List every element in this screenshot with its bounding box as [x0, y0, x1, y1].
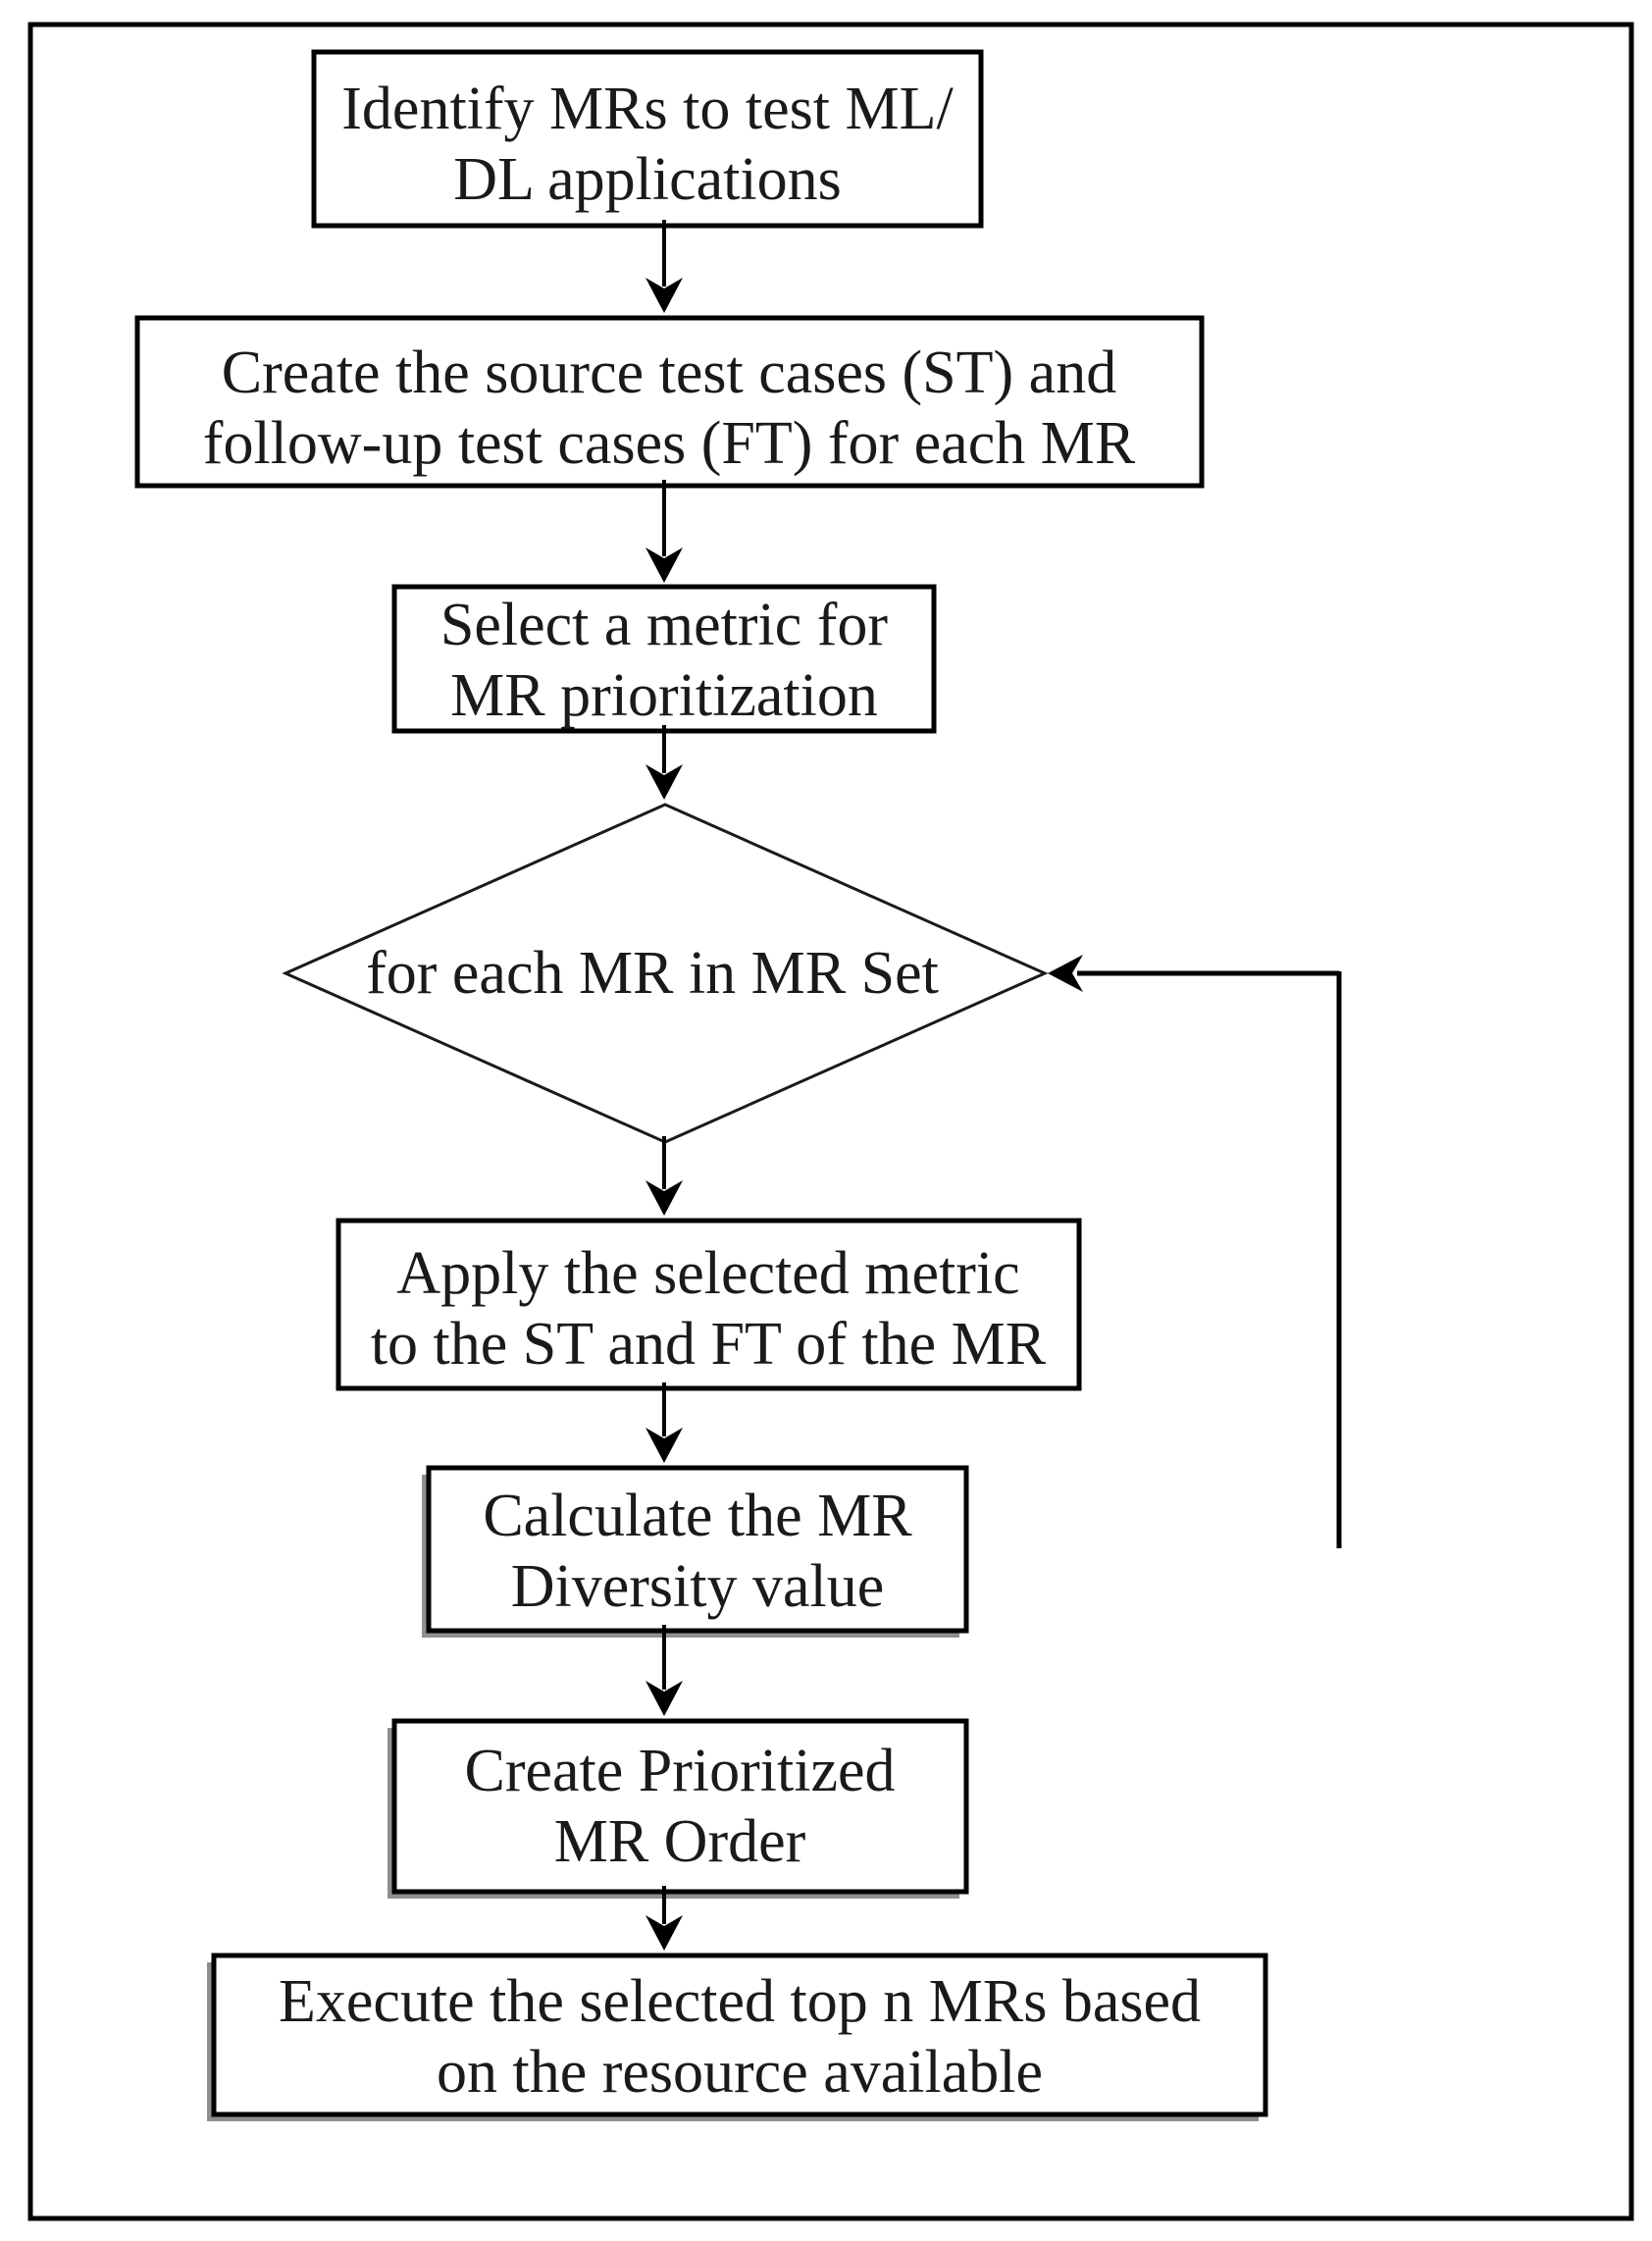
node-select-metric-box: [391, 584, 937, 734]
edge-select-to-foreach-arrowhead: [645, 764, 683, 800]
edge-calculate-to-order-arrowhead: [645, 1681, 683, 1716]
node-apply-metric-label-line2: to the ST and FT of the MR: [371, 1311, 1047, 1378]
node-calculate-diversity-label-line1: Calculate the MR: [483, 1483, 912, 1549]
node-create-order-box: [391, 1718, 969, 1895]
node-create-order-label-line2: MR Order: [554, 1808, 806, 1875]
node-calculate-diversity-label-line2: Diversity value: [511, 1553, 885, 1620]
edge-create-to-select-arrowhead: [645, 547, 683, 583]
node-identify-label-line2: DL applications: [453, 146, 841, 213]
edge-apply-to-calculate-arrowhead: [645, 1428, 683, 1463]
node-identify-box: [311, 49, 984, 229]
edge-identify-to-create-arrowhead: [645, 278, 683, 313]
node-apply-metric-label-line1: Apply the selected metric: [396, 1240, 1019, 1307]
node-foreach-mr-label: for each MR in MR Set: [366, 940, 939, 1007]
edge-order-to-execute-arrowhead: [645, 1915, 683, 1951]
figure-border: [27, 22, 1634, 2221]
node-create-tests-label-line2: follow-up test cases (FT) for each MR: [203, 410, 1136, 477]
node-execute-top-n-label-line1: Execute the selected top n MRs based: [279, 1968, 1201, 2035]
edge-foreach-to-apply-arrowhead: [645, 1180, 683, 1216]
node-create-order-label-line1: Create Prioritized: [465, 1738, 896, 1804]
node-execute-top-n-box: [211, 1953, 1268, 2117]
node-execute-top-n-label-line2: on the resource available: [437, 2039, 1043, 2106]
node-create-tests-box: [134, 315, 1205, 489]
node-select-metric-label-line2: MR prioritization: [450, 662, 878, 729]
node-create-tests-label-line1: Create the source test cases (ST) and: [222, 339, 1116, 406]
node-calculate-diversity-box: [426, 1465, 969, 1634]
node-identify-label-line1: Identify MRs to test ML/: [341, 76, 954, 142]
node-apply-metric-box: [336, 1218, 1082, 1391]
node-select-metric-label-line1: Select a metric for: [440, 592, 889, 658]
edge-calculate-to-foreach-arrowhead: [1048, 955, 1083, 992]
